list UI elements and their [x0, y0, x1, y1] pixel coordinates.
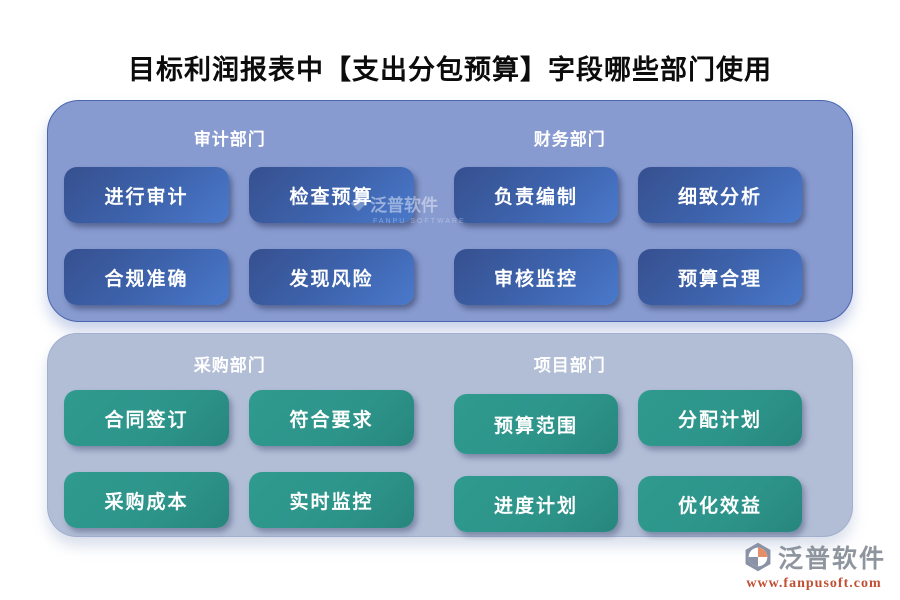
procurement-item-button[interactable]: 实时监控 [249, 472, 414, 528]
procurement-item-button[interactable]: 采购成本 [64, 472, 229, 528]
finance-item-button[interactable]: 审核监控 [454, 249, 618, 305]
audit-item-button[interactable]: 发现风险 [249, 249, 414, 305]
dept-group-audit: 进行审计 检查预算 合规准确 发现风险 [64, 167, 414, 305]
dept-group-procurement: 合同签订 符合要求 采购成本 实时监控 [64, 390, 414, 528]
finance-item-button[interactable]: 细致分析 [638, 167, 802, 223]
panel-audit-finance: 审计部门 财务部门 进行审计 检查预算 合规准确 发现风险 负责编制 细致分析 … [47, 100, 853, 322]
brand-name: 泛普软件 [777, 545, 886, 573]
project-item-button[interactable]: 进度计划 [454, 476, 618, 532]
page-title: 目标利润报表中【支出分包预算】字段哪些部门使用 [128, 55, 772, 85]
dept-header-audit: 审计部门 [193, 130, 266, 149]
dept-group-finance: 负责编制 细致分析 审核监控 预算合理 [454, 167, 802, 305]
procurement-item-button[interactable]: 合同签订 [64, 390, 229, 446]
dept-group-project: 预算范围 分配计划 进度计划 优化效益 [454, 390, 802, 532]
fanpu-logo-icon [745, 542, 771, 572]
audit-item-button[interactable]: 检查预算 [249, 167, 414, 223]
project-item-button[interactable]: 优化效益 [638, 476, 802, 532]
dept-header-procurement: 采购部门 [193, 356, 266, 375]
brand-footer: 泛普软件 www.fanpusoft.com [742, 539, 886, 592]
brand-url[interactable]: www.fanpusoft.com [746, 576, 882, 591]
audit-item-button[interactable]: 合规准确 [64, 249, 229, 305]
finance-item-button[interactable]: 预算合理 [638, 249, 802, 305]
panel-procurement-project: 采购部门 项目部门 合同签订 符合要求 采购成本 实时监控 预算范围 分配计划 … [47, 333, 853, 537]
project-item-button[interactable]: 分配计划 [638, 390, 802, 446]
dept-header-finance: 财务部门 [533, 130, 606, 149]
procurement-item-button[interactable]: 符合要求 [249, 390, 414, 446]
project-item-button[interactable]: 预算范围 [454, 394, 618, 454]
finance-item-button[interactable]: 负责编制 [454, 167, 618, 223]
audit-item-button[interactable]: 进行审计 [64, 167, 229, 223]
dept-header-project: 项目部门 [533, 356, 606, 375]
